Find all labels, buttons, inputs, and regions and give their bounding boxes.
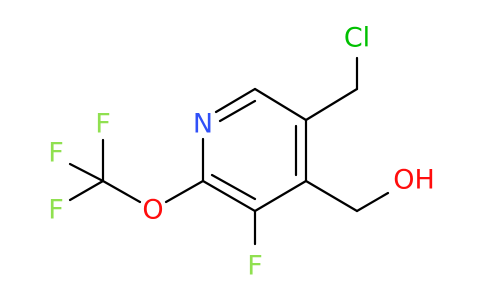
bond-o-cf3 — [101, 179, 142, 204]
bond-cf3-f-bottom — [68, 179, 105, 202]
substituent-bonds — [68, 56, 390, 246]
bond-c2-o — [164, 179, 205, 204]
bond-cf3-f-left — [68, 162, 105, 183]
atom-label-fluorine-ring: F — [247, 251, 263, 282]
atom-label-fluorine-cf3-top: F — [95, 109, 111, 140]
atom-label-ether-oxygen: O — [142, 195, 163, 226]
bond-c3-c2-inner — [210, 173, 257, 201]
atom-label-nitrogen: N — [193, 109, 213, 140]
bond-n-c6 — [214, 87, 257, 114]
atom-label-fluorine-cf3-left: F — [48, 138, 64, 169]
bond-c6-c5 — [253, 87, 308, 122]
atom-label-fluorine-cf3-bottom: F — [48, 195, 64, 226]
bond-c4-c3 — [253, 179, 308, 213]
atom-label-hydroxyl: OH — [393, 165, 435, 196]
bond-c3-c2 — [201, 179, 257, 213]
bond-c4-ch2oh — [304, 179, 359, 213]
bond-n-c6-inner — [218, 99, 257, 123]
bond-ch2-oh — [355, 191, 390, 213]
pyridine-ring — [201, 87, 308, 213]
bond-c5-ch2cl — [304, 87, 359, 122]
atom-labels: Cl N OH O F F F F — [48, 23, 435, 282]
atom-label-chlorine: Cl — [344, 23, 370, 54]
